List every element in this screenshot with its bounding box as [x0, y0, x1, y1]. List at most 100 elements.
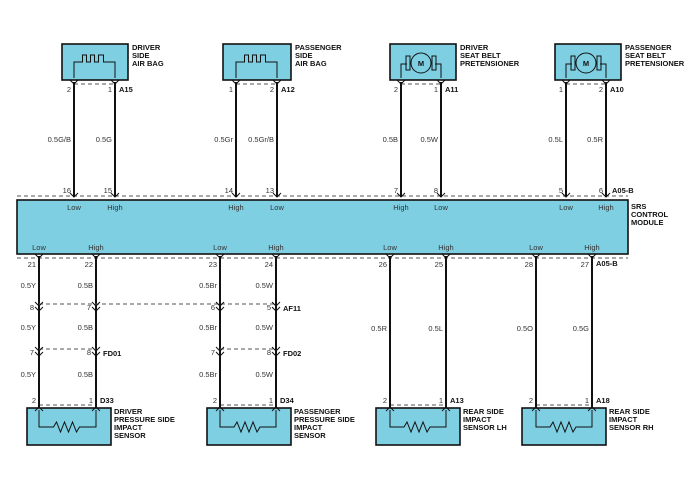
module-pin-number: 28 [525, 260, 533, 269]
connector-terminal-icon [91, 351, 101, 357]
connector-terminal-icon [34, 253, 44, 259]
sensor-pin-number: 1 [585, 396, 589, 405]
connector-terminal-icon [271, 253, 281, 259]
motor-circle [410, 52, 432, 74]
component-box [222, 43, 292, 81]
wire-spec: 0.5Y [21, 323, 36, 332]
component-name-line: PRESSURE SIDE [294, 415, 355, 424]
connector-terminal-icon [215, 306, 225, 312]
component-pin-number: 2 [394, 85, 398, 94]
connector-terminal-icon [34, 346, 44, 352]
connector-terminal-icon [385, 406, 395, 412]
signal-label: High [88, 243, 103, 252]
connector-terminal-icon [91, 306, 101, 312]
signal-label: High [268, 243, 283, 252]
connector-label: A13 [450, 396, 464, 405]
component-name-line: DRIVER [114, 407, 143, 416]
motor-circle [575, 52, 597, 74]
component-name-line: REAR SIDE [463, 407, 504, 416]
connector-terminal-icon [215, 351, 225, 357]
module-box [16, 199, 629, 255]
connector-terminal-icon [34, 306, 44, 312]
wire-spec: 0.5G [96, 135, 112, 144]
wire-spec: 0.5B [78, 370, 93, 379]
component-name-line: PASSENGER [625, 43, 672, 52]
motor-brush [431, 55, 437, 71]
connector-terminal-icon [561, 79, 571, 85]
module-bottom-connector-label: A05-B [596, 259, 618, 268]
connector-terminal-icon [91, 253, 101, 259]
connector-terminal-icon [396, 192, 406, 198]
component-name-line: AIR BAG [132, 59, 164, 68]
connector-terminal-icon [215, 406, 225, 412]
connector-terminal-icon [436, 192, 446, 198]
connector-label: A11 [445, 85, 458, 94]
wire-spec: 0.5L [428, 324, 443, 333]
signal-label: High [393, 203, 408, 212]
motor-brush [405, 55, 411, 71]
sensor-pin-number: 2 [383, 396, 387, 405]
module-pin-number: 26 [379, 260, 387, 269]
inline-pin-number: 8 [30, 303, 34, 312]
component-name-line: IMPACT [609, 415, 638, 424]
component-name-line: IMPACT [463, 415, 492, 424]
wire-spec: 0.5W [255, 370, 273, 379]
connector-terminal-icon [385, 253, 395, 259]
component-name-line: PRETENSIONER [625, 59, 685, 68]
wire-spec: 0.5Y [21, 370, 36, 379]
connector-terminal-icon [34, 351, 44, 357]
connector-terminal-icon [272, 79, 282, 85]
inline-connector-label: AF11 [283, 304, 301, 313]
motor-label: M [583, 59, 589, 68]
module-pin-number: 22 [85, 260, 93, 269]
resistor-icon [38, 410, 97, 434]
sensor-pin-number: 2 [213, 396, 217, 405]
component-name-line: PRESSURE SIDE [114, 415, 175, 424]
component-name-line: SENSOR [294, 431, 326, 440]
signal-label: High [107, 203, 122, 212]
inline-connector-label: FD02 [283, 349, 301, 358]
module-name-line: SRS [631, 202, 646, 211]
wire: Low 23 2 [209, 243, 227, 412]
connector-label: A12 [281, 85, 295, 94]
resistor-icon [219, 410, 277, 434]
component-name-line: IMPACT [114, 423, 143, 432]
component-box [375, 407, 461, 446]
connector-terminal-icon [271, 406, 281, 412]
component-pin-number: 2 [599, 85, 603, 94]
module-pin-number: 24 [265, 260, 273, 269]
wire-spec: 0.5Gr/B [248, 135, 274, 144]
wire-spec: 0.5W [255, 323, 273, 332]
connector-terminal-icon [561, 192, 571, 198]
signal-label: Low [213, 243, 227, 252]
connector-terminal-icon [436, 79, 446, 85]
sensor-pin-number: 2 [32, 396, 36, 405]
connector-terminal-icon [34, 406, 44, 412]
wire-spec: 0.5R [371, 324, 387, 333]
connector-terminal-icon [441, 253, 451, 259]
wire-spec: 0.5B [78, 323, 93, 332]
module-pin-number: 23 [209, 260, 217, 269]
connector-terminal-icon [271, 351, 281, 357]
component-name-line: PRETENSIONER [460, 59, 520, 68]
connector-terminal-icon [69, 192, 79, 198]
component-name-line: SEAT BELT [460, 51, 501, 60]
wire-spec: 0.5G [573, 324, 589, 333]
module-pin-number: 15 [104, 186, 112, 195]
wire-spec: 0.5Br [199, 281, 217, 290]
